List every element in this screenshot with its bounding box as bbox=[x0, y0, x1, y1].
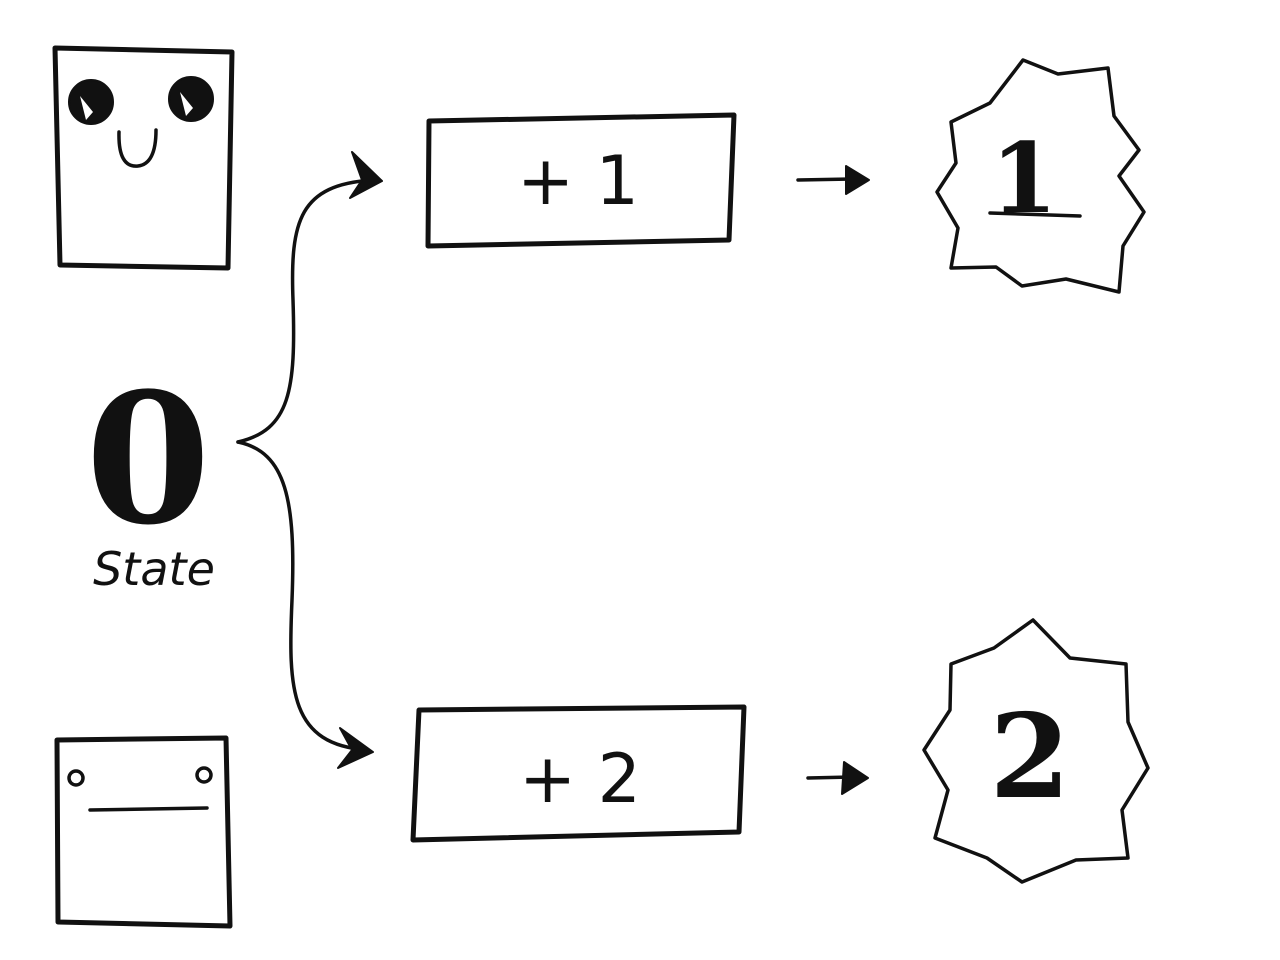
neutral-face-mouth bbox=[88, 806, 209, 812]
result-badge-bottom: 2 bbox=[922, 618, 1150, 884]
neutral-face-right-eye bbox=[195, 766, 213, 784]
neutral-face-left-eye bbox=[67, 769, 85, 787]
branch-arrow-down bbox=[236, 440, 370, 752]
operation-box-top: + 1 bbox=[425, 112, 737, 249]
happy-face-smile bbox=[117, 128, 158, 168]
result-badge-top-border bbox=[935, 58, 1146, 294]
state-label: State bbox=[93, 542, 215, 596]
branch-arrow-down-head bbox=[337, 727, 374, 769]
state-value: 0 bbox=[85, 354, 210, 565]
branch-arrow-up-head bbox=[349, 151, 383, 199]
operation-box-top-border bbox=[425, 112, 737, 249]
operation-box-bottom-border bbox=[410, 704, 747, 843]
neutral-face-card bbox=[54, 735, 233, 929]
result-badge-bottom-border bbox=[922, 618, 1150, 884]
operation-label-bottom: + 2 bbox=[519, 740, 641, 819]
happy-face-card bbox=[52, 45, 235, 271]
happy-face-left-eye bbox=[68, 79, 114, 125]
result-arrow-top bbox=[796, 165, 870, 195]
branch-arrows bbox=[236, 151, 383, 769]
operation-box-bottom: + 2 bbox=[410, 704, 747, 843]
operation-label-top: + 1 bbox=[517, 142, 639, 221]
result-badge-top: 1 bbox=[935, 58, 1146, 294]
result-value-top: 1 bbox=[991, 122, 1058, 235]
neutral-face-card-border bbox=[54, 735, 233, 929]
result-value-bottom: 2 bbox=[990, 689, 1071, 825]
happy-face-card-border bbox=[52, 45, 235, 271]
happy-face-right-eye bbox=[168, 76, 214, 122]
state-node: 0 State bbox=[85, 354, 215, 596]
result-arrow-bottom bbox=[806, 761, 869, 795]
branch-arrow-up bbox=[236, 178, 374, 444]
result-value-top-underline bbox=[988, 211, 1082, 218]
